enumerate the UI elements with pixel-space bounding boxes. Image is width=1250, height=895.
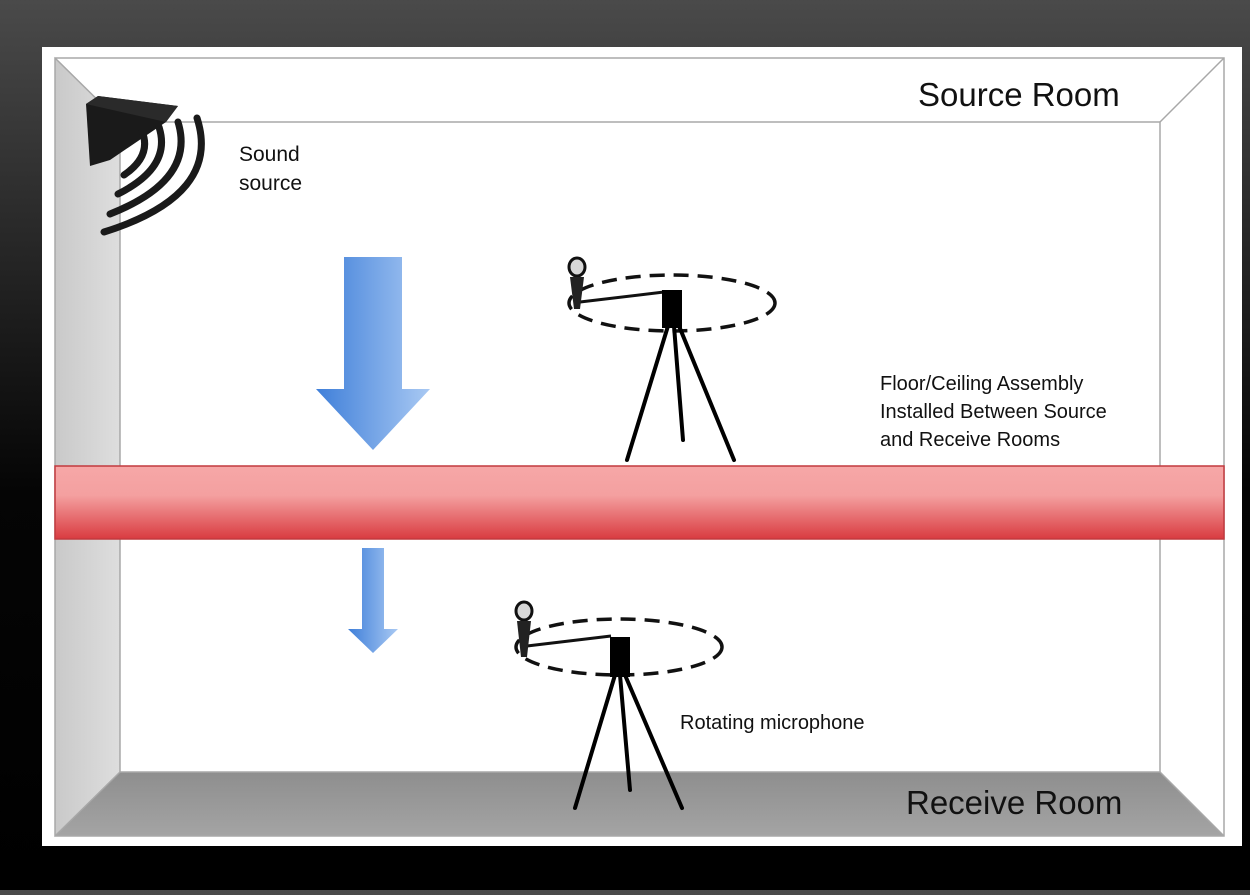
rotator-body-source bbox=[662, 290, 682, 328]
sound-transmission-arrow-large bbox=[316, 257, 430, 450]
room-edges bbox=[54, 57, 1225, 837]
sound-source-label: Sound source bbox=[239, 140, 302, 198]
microphone-icon bbox=[567, 256, 587, 309]
assembly-label-line2: Installed Between Source bbox=[880, 401, 1107, 423]
tripod-icon bbox=[625, 324, 736, 462]
floor bbox=[55, 772, 1224, 836]
receive-microphone-rig bbox=[514, 600, 724, 810]
left-wall bbox=[54, 56, 121, 838]
tripod-icon bbox=[573, 673, 684, 810]
sound-source-label-line2: source bbox=[239, 172, 303, 195]
rotation-path-receive bbox=[514, 617, 724, 677]
sound-transmission-arrow-small bbox=[348, 548, 398, 653]
boom-arm-receive bbox=[526, 634, 612, 648]
rotation-path-source bbox=[567, 273, 777, 333]
boom-arm-source bbox=[579, 290, 665, 304]
assembly-label-line3: and Receive Rooms bbox=[880, 429, 1061, 451]
source-room-label: Source Room bbox=[918, 76, 1120, 113]
speaker-icon bbox=[86, 96, 178, 166]
sound-waves-icon bbox=[100, 114, 205, 236]
floor-ceiling-assembly bbox=[54, 465, 1225, 540]
source-microphone-rig bbox=[567, 256, 777, 462]
rotator-body-receive bbox=[610, 637, 630, 677]
receive-room-label: Receive Room bbox=[906, 784, 1123, 821]
sound-source-label-line1: Sound bbox=[239, 143, 300, 166]
assembly-label: Floor/Ceiling Assembly Installed Between… bbox=[880, 370, 1107, 454]
microphone-icon bbox=[514, 600, 534, 657]
rotating-microphone-label: Rotating microphone bbox=[680, 712, 865, 734]
assembly-label-line1: Floor/Ceiling Assembly bbox=[880, 373, 1084, 395]
